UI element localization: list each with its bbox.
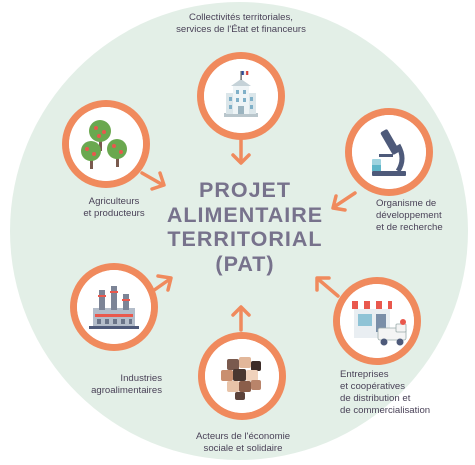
label-organisme-line-3: et de recherche — [376, 222, 443, 233]
label-agriculteurs: Agriculteurs et producteurs — [60, 196, 168, 220]
label-acteurs-line-2: sociale et solidaire — [203, 443, 283, 454]
label-agriculteurs-line-2: et producteurs — [83, 208, 145, 219]
label-industries-line-1: Industries — [120, 373, 162, 384]
label-collectivites: Collectivités territoriales, services de… — [168, 12, 314, 36]
label-industries: Industries agroalimentaires — [60, 373, 162, 397]
label-entreprises-line-4: de commercialisation — [340, 405, 431, 416]
label-industries-line-2: agroalimentaires — [91, 385, 162, 396]
microscope-icon — [352, 115, 426, 189]
arrow-from-organisme — [331, 191, 357, 212]
arrow-from-collectivites — [231, 138, 251, 165]
arrow-from-acteurs — [231, 305, 251, 332]
center-title-line-3: TERRITORIAL — [167, 227, 323, 251]
center-title-line-1: PROJET — [198, 178, 292, 202]
fruit-trees-icon — [69, 107, 143, 181]
label-agriculteurs-line-1: Agriculteurs — [88, 196, 140, 207]
label-collectivites-line-2: services de l'État et financeurs — [176, 24, 306, 35]
label-entreprises-line-3: de distribution et — [340, 393, 411, 404]
center-title-line-2: ALIMENTAIRE — [166, 202, 324, 227]
factory-icon — [77, 270, 151, 344]
node-acteurs — [198, 332, 286, 420]
label-entreprises-line-2: et coopératives — [340, 381, 406, 392]
center-title-line-4: (PAT) — [215, 251, 275, 276]
node-entreprises — [333, 277, 421, 365]
node-collectivites — [197, 52, 285, 140]
node-agriculteurs — [62, 100, 150, 188]
arrow-from-entreprises — [315, 276, 340, 298]
arrow-from-agriculteurs — [140, 171, 166, 191]
center-title: PROJET ALIMENTAIRE TERRITORIAL (PAT) — [150, 178, 340, 276]
label-collectivites-line-1: Collectivités territoriales, — [189, 12, 293, 23]
label-entreprises-line-1: Entreprises — [340, 369, 389, 380]
label-entreprises: Entreprises et coopératives de distribut… — [340, 369, 460, 417]
node-organisme — [345, 108, 433, 196]
label-organisme-line-1: Organisme de — [376, 198, 437, 209]
label-organisme-line-2: développement — [376, 210, 442, 221]
label-acteurs-line-1: Acteurs de l'économie — [195, 431, 291, 442]
government-building-icon — [204, 59, 278, 133]
node-industries — [70, 263, 158, 351]
shop-and-truck-icon — [340, 284, 414, 358]
label-acteurs: Acteurs de l'économie sociale et solidai… — [168, 431, 318, 455]
puzzle-pieces-icon — [205, 339, 279, 413]
label-organisme: Organisme de développement et de recherc… — [376, 198, 471, 234]
